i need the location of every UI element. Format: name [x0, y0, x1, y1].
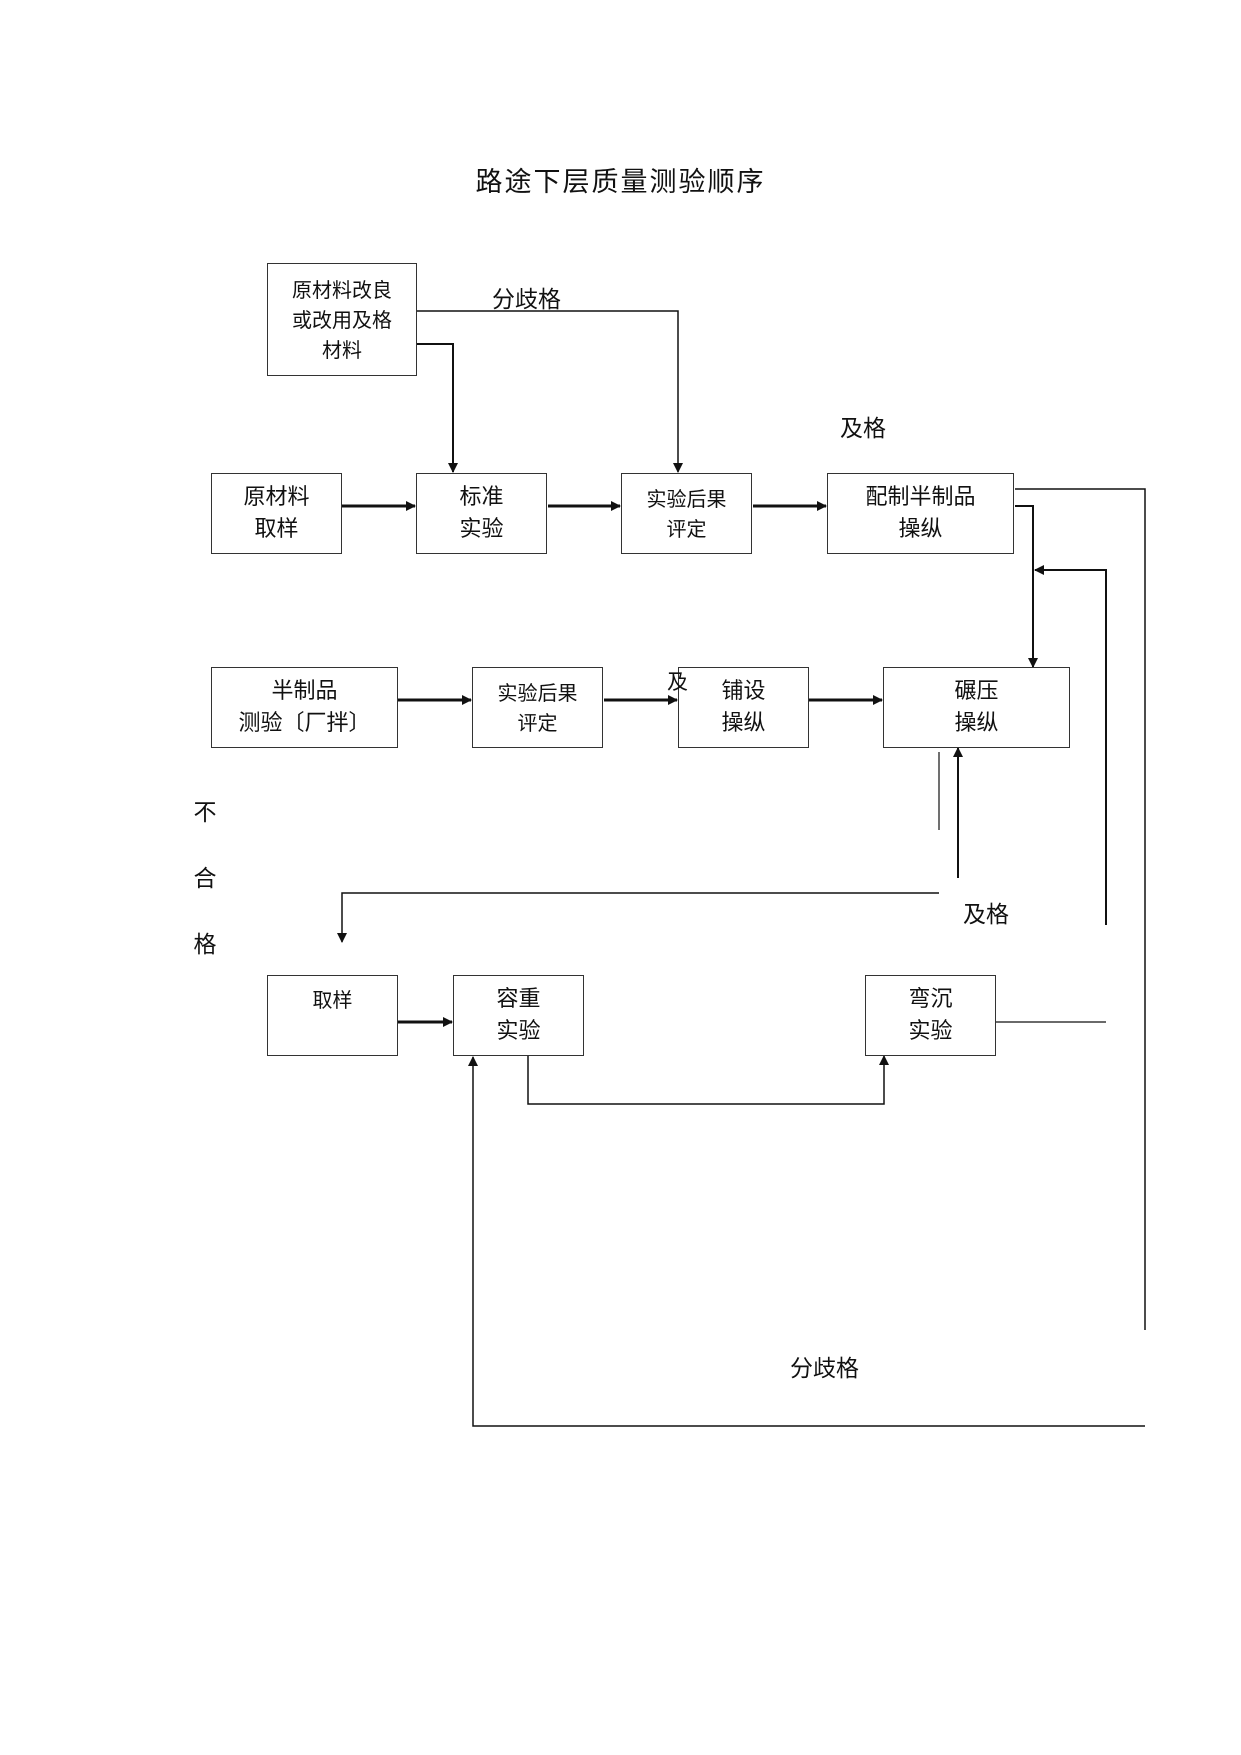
box-label: 半制品 测验〔厂拌〕: [238, 678, 371, 736]
box-raw-material-improved: 原材料改良 或改用及格 材料: [267, 263, 417, 376]
box-label: 弯沉 实验: [908, 986, 953, 1044]
line-outer-right: [1015, 488, 1146, 1330]
arrow-density-to-deflection: [527, 1055, 889, 1105]
label-pass-stub: 及: [667, 670, 688, 694]
label-pass-top: 及格: [840, 416, 886, 442]
box-density-test: 容重 实验: [453, 975, 584, 1056]
label-fail-bottom: 分歧格: [790, 1356, 859, 1382]
box-rolling-control: 碾压 操纵: [883, 667, 1070, 748]
box-semi-product-test: 半制品 测验〔厂拌〕: [211, 667, 398, 748]
box-label: 容重 实验: [496, 986, 541, 1044]
box-label: 实验后果 评定: [646, 486, 727, 541]
box-label: 原材料改良 或改用及格 材料: [292, 277, 392, 362]
label-fail-vertical: 不 合 格: [190, 780, 220, 978]
box-mix-semi-product-control: 配制半制品 操纵: [827, 473, 1014, 554]
label-fail-char-3: 格: [193, 932, 217, 958]
page-title: 路途下层质量测验顺序: [475, 167, 766, 198]
label-fail-char-2: 合: [193, 866, 217, 892]
box-paving-control: 铺设 操纵: [678, 667, 809, 748]
box-label: 原材料 取样: [243, 484, 310, 542]
box-result-evaluation-1: 实验后果 评定: [621, 473, 752, 554]
arrow-improved-to-standard-test: [416, 343, 458, 473]
box-result-evaluation-2: 实验后果 评定: [472, 667, 603, 748]
arrow-fail-to-result-eval: [416, 310, 683, 473]
arrow-bottom-fail-to-density: [468, 1056, 1145, 1427]
label-pass-bottom: 及格: [963, 902, 1009, 928]
box-standard-test: 标准 实验: [416, 473, 547, 554]
label-fail-top: 分歧格: [492, 287, 561, 313]
box-label: 标准 实验: [459, 484, 504, 542]
box-label: 实验后果 评定: [497, 680, 578, 735]
box-deflection-test: 弯沉 实验: [865, 975, 996, 1056]
box-label: 取样: [312, 988, 353, 1012]
box-label: 碾压 操纵: [954, 678, 999, 736]
box-label: 铺设 操纵: [721, 678, 766, 736]
arrow-mix-to-rolling: [1015, 505, 1038, 668]
label-fail-char-1: 不: [193, 800, 217, 826]
box-label: 配制半制品 操纵: [865, 484, 976, 542]
box-raw-material-sampling: 原材料 取样: [211, 473, 342, 554]
arrow-return-to-mix: [1034, 565, 1107, 925]
arrow-fail-to-sampling: [337, 892, 939, 943]
box-sampling: 取样: [267, 975, 398, 1056]
